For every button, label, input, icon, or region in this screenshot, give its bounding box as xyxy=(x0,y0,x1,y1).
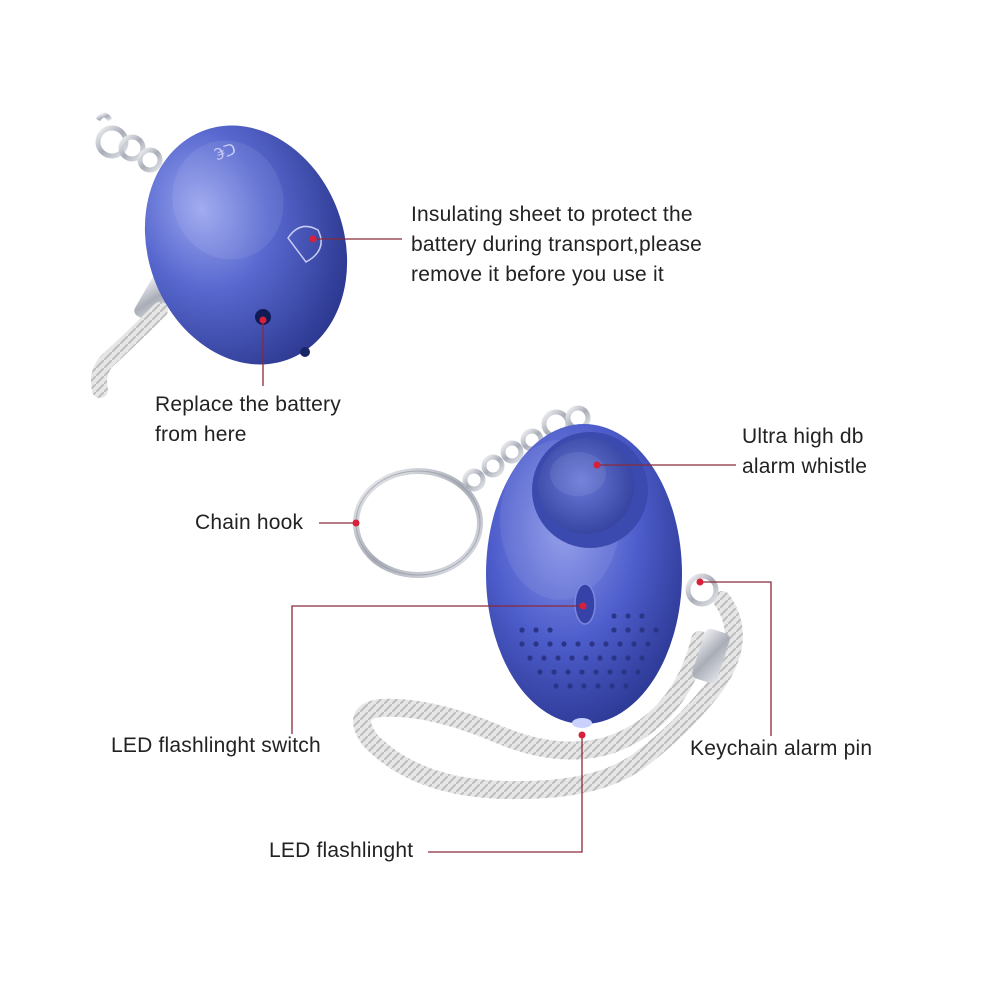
callout-insulating-sheet: Insulating sheet to protect the battery … xyxy=(411,200,702,290)
speaker-hole xyxy=(639,613,645,619)
speaker-hole xyxy=(553,683,559,689)
bottom-device-body xyxy=(486,424,682,728)
speaker-hole xyxy=(603,641,609,647)
speaker-hole xyxy=(567,683,573,689)
speaker-hole xyxy=(597,655,603,661)
speaker-hole xyxy=(533,627,539,633)
speaker-hole xyxy=(569,655,575,661)
speaker-hole xyxy=(625,627,631,633)
speaker-hole xyxy=(551,669,557,675)
speaker-hole xyxy=(639,655,645,661)
speaker-hole xyxy=(625,613,631,619)
speaker-hole xyxy=(527,655,533,661)
speaker-hole xyxy=(595,683,601,689)
callout-flashlight-switch: LED flashlinght switch xyxy=(111,734,321,757)
callout-chain-hook: Chain hook xyxy=(195,511,304,534)
callout-alarm-pin: Keychain alarm pin xyxy=(690,737,873,760)
speaker-hole xyxy=(635,669,641,675)
speaker-hole xyxy=(653,627,659,633)
speaker-hole xyxy=(631,641,637,647)
leader-switch xyxy=(291,605,583,734)
callout-line: alarm whistle xyxy=(742,455,868,478)
speaker-hole xyxy=(519,627,525,633)
speaker-hole xyxy=(623,683,629,689)
insulating-sheet-icon xyxy=(287,225,322,263)
speaker-hole xyxy=(533,641,539,647)
speaker-hole xyxy=(555,655,561,661)
speaker-hole xyxy=(579,669,585,675)
callout-line: Replace the battery xyxy=(155,393,341,416)
speaker-hole xyxy=(565,669,571,675)
speaker-hole xyxy=(561,641,567,647)
speaker-hole xyxy=(583,655,589,661)
speaker-hole xyxy=(581,683,587,689)
callout-line: battery during transport,please xyxy=(411,233,703,256)
speaker-hole xyxy=(611,655,617,661)
speaker-hole xyxy=(645,641,651,647)
speaker-hole xyxy=(589,641,595,647)
callout-line: Ultra high db xyxy=(742,425,864,448)
speaker-hole xyxy=(617,641,623,647)
leader-led xyxy=(428,735,583,853)
top-device-body: ᑕ€ xyxy=(144,125,348,365)
top-keychain-chain xyxy=(95,112,163,173)
led-flashlight-icon xyxy=(572,718,592,728)
speaker-hole xyxy=(575,641,581,647)
callout-line: Insulating sheet to protect the xyxy=(411,203,693,226)
speaker-grille xyxy=(519,613,659,689)
speaker-hole xyxy=(547,627,553,633)
callout-alarm-whistle: Ultra high db alarm whistle xyxy=(742,422,867,482)
speaker-hole xyxy=(607,669,613,675)
leader-pin xyxy=(700,581,772,736)
speaker-hole xyxy=(519,641,525,647)
bottom-lanyard xyxy=(353,573,743,800)
speaker-hole xyxy=(611,613,617,619)
speaker-hole xyxy=(625,655,631,661)
speaker-hole xyxy=(593,669,599,675)
keyring xyxy=(353,468,483,578)
marker-dots xyxy=(259,235,704,739)
speaker-hole xyxy=(541,655,547,661)
callout-line: remove it before you use it xyxy=(411,263,664,286)
callout-line: from here xyxy=(155,423,247,446)
leader-lines xyxy=(262,238,772,853)
speaker-hole xyxy=(547,641,553,647)
speaker-hole xyxy=(611,627,617,633)
speaker-hole xyxy=(537,669,543,675)
speaker-hole xyxy=(609,683,615,689)
speaker-hole xyxy=(639,627,645,633)
callout-led-flashlight: LED flashlinght xyxy=(269,839,414,862)
callout-replace-battery: Replace the battery from here xyxy=(155,390,341,450)
speaker-hole xyxy=(621,669,627,675)
